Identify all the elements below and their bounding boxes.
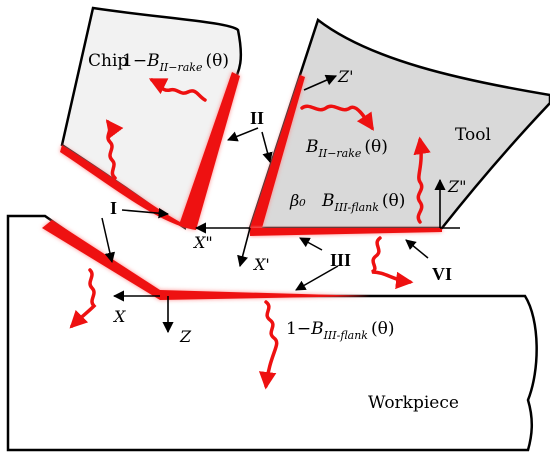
wavy-arrow-icon [105, 119, 124, 180]
chip-label: Chip [88, 51, 128, 71]
axis-z-label: Z [179, 327, 192, 346]
pointer-I-to-chip [121, 207, 170, 219]
formula-work-flank: 1−BIII-flank(θ) [286, 319, 394, 342]
formula-chip-rake: 1−BII−rake(θ) [122, 51, 229, 74]
pointer-III-to-primary [295, 265, 339, 291]
axis-x1-arrow [237, 227, 251, 268]
pointer-II-to-tool [261, 131, 273, 164]
axis-z2-label: Z" [447, 177, 466, 196]
zone-III-label: III [330, 250, 351, 270]
axis-z1-label: Z' [337, 67, 354, 86]
workpiece-label: Workpiece [368, 393, 459, 413]
tool-label: Tool [455, 125, 491, 145]
zone-I-label: I [110, 198, 117, 218]
zone-II-label: II [250, 108, 264, 128]
heat-flow-arrows [69, 78, 431, 390]
pointer-II-to-chip [227, 127, 259, 142]
wavy-arrow-icon [69, 268, 97, 329]
zone-VI-label: VI [432, 264, 452, 284]
formula-tool-flank: BIII-flank(θ) [321, 191, 405, 214]
axis-x1-label: X' [252, 255, 270, 274]
wavy-arrow-icon [258, 300, 279, 390]
axis-z1-arrow [303, 74, 338, 91]
chip-body [60, 6, 243, 230]
axis-x2-label: X" [192, 233, 213, 252]
pointer-I-to-primary [101, 217, 116, 264]
pointer-VI [405, 239, 429, 259]
wavy-arrow-icon [370, 236, 414, 290]
beta0-label: β₀ [289, 191, 306, 210]
pointer-III-to-flank [299, 237, 323, 251]
wavy-arrow-icon [148, 78, 207, 102]
formula-tool-rake: BII−rake(θ) [305, 137, 388, 160]
axis-x-label: X [112, 307, 126, 326]
label-pointers [101, 127, 429, 291]
axes [112, 74, 460, 334]
wavy-arrow-icon [413, 136, 431, 224]
wavy-arrow-icon [300, 104, 374, 131]
